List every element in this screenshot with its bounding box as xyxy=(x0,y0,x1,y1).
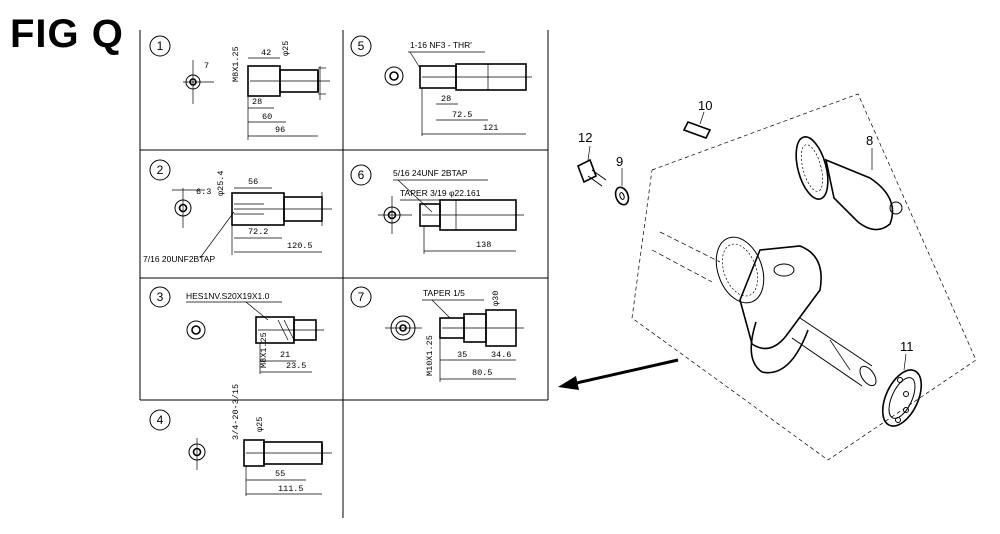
washer: 9 xyxy=(614,154,630,206)
part-label: 12 xyxy=(578,130,592,145)
part-label: 8 xyxy=(866,133,873,148)
crankshaft xyxy=(651,231,877,387)
panel-number: 7 xyxy=(358,290,365,304)
dim-label: 56 xyxy=(248,177,258,187)
dim-label: 72.5 xyxy=(452,110,472,120)
bearing: 11 xyxy=(881,339,923,427)
dim-label: 28 xyxy=(252,97,262,107)
panel-number: 4 xyxy=(157,413,164,427)
dim-label: 80.5 xyxy=(472,368,492,378)
panel-number: 2 xyxy=(157,163,164,177)
panel-2: 2 6.3 φ25.4 56 72.2 120.5 7/16 20UNF2BTA… xyxy=(143,159,332,264)
dim-label: 35 xyxy=(457,350,467,360)
panel-1: 1 7 42 M8X1.25 φ25 28 60 96 xyxy=(149,35,330,140)
panel-3: 3 HES1NV.S20X19X1.0 21 23.5 M8X1.25 xyxy=(149,286,324,374)
note-label: TAPER 3/19 φ22.161 xyxy=(400,188,481,198)
figure-title: FIG Q xyxy=(10,12,124,56)
note-label: HES1NV.S20X19X1.0 xyxy=(186,291,270,301)
note-label: 7/16 20UNF2BTAP xyxy=(143,254,215,264)
dim-label: M10X1.25 xyxy=(425,335,435,376)
dim-label: 111.5 xyxy=(278,484,304,494)
panel-5: 5 1-16 NF3 - THR' 28 72.5 121 xyxy=(350,35,532,136)
panel-number: 5 xyxy=(358,39,365,53)
dim-label: 138 xyxy=(476,240,491,250)
exploded-view: 11 8 10 12 9 xyxy=(576,93,977,461)
dim-label: 7 xyxy=(204,61,209,71)
part-label: 11 xyxy=(900,339,914,354)
dim-label: 3/4-20-3/15 xyxy=(231,384,241,440)
dim-label: 28 xyxy=(441,94,451,104)
panel-number: 6 xyxy=(358,168,365,182)
key: 10 xyxy=(682,98,712,139)
note-label: 1-16 NF3 - THR' xyxy=(410,40,472,50)
balancer-shaft: 8 xyxy=(795,133,903,231)
panel-7: 7 TAPER 1/5 φ30 35 34.6 80.5 M10X1.25 xyxy=(350,286,524,382)
dim-label: φ25.4 xyxy=(216,170,226,196)
panel-number: 1 xyxy=(157,39,164,53)
note-label: 5/16 24UNF 2BTAP xyxy=(393,168,468,178)
bolt: 12 xyxy=(576,130,607,187)
dim-label: 121 xyxy=(483,123,498,133)
dim-label: M8X1.25 xyxy=(231,46,241,82)
part-label: 10 xyxy=(698,98,712,113)
dim-label: 42 xyxy=(261,48,271,58)
part-label: 9 xyxy=(616,154,623,169)
note-label: TAPER 1/5 xyxy=(423,288,465,298)
panel-6: 6 5/16 24UNF 2BTAP TAPER 3/19 φ22.161 13… xyxy=(350,164,524,254)
dim-label: 6.3 xyxy=(196,187,211,197)
dim-label: 23.5 xyxy=(286,361,306,371)
dim-label: 120.5 xyxy=(287,241,313,251)
panel-number: 3 xyxy=(157,290,164,304)
dim-label: φ25 xyxy=(281,41,291,56)
pointer-arrow xyxy=(558,358,679,390)
dim-label: 34.6 xyxy=(491,350,511,360)
dim-label: 21 xyxy=(280,350,290,360)
dim-label: 96 xyxy=(275,125,285,135)
panel-4: 4 3/4-20-3/15 φ25 55 111.5 xyxy=(149,384,332,496)
dim-label: 60 xyxy=(262,112,272,122)
dim-label: 72.2 xyxy=(248,227,268,237)
dim-label: M8X1.25 xyxy=(259,332,269,368)
panel-grid xyxy=(139,30,549,518)
dim-label: φ25 xyxy=(255,417,265,432)
dim-label: φ30 xyxy=(491,291,501,306)
dim-label: 55 xyxy=(275,469,285,479)
